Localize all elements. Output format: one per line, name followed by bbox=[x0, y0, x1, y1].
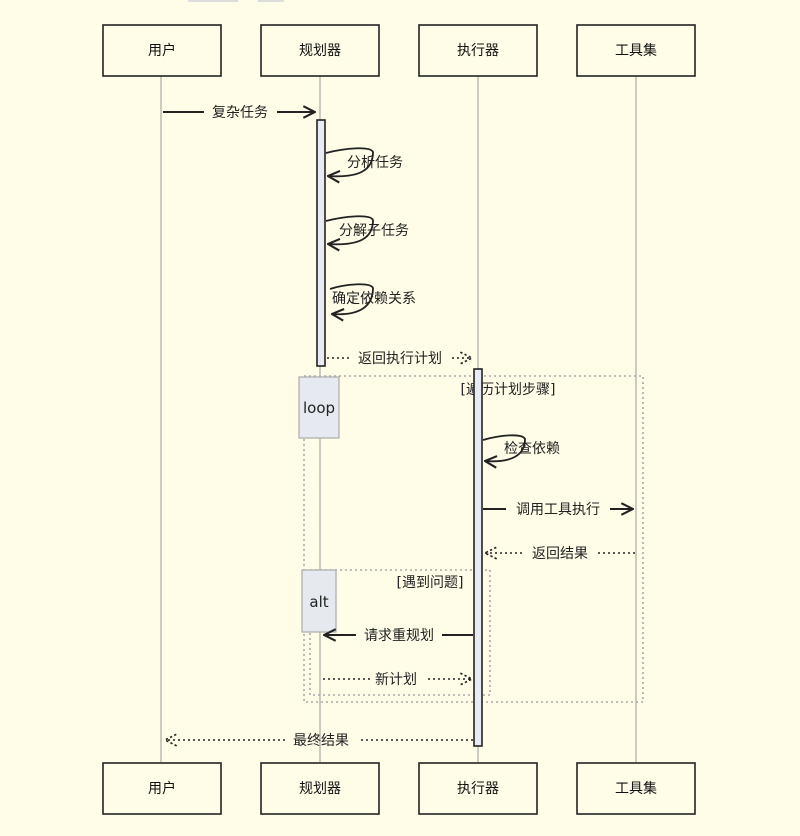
participant-tools-label: 工具集 bbox=[615, 42, 657, 59]
msg-return-plan-label: 返回执行计划 bbox=[358, 351, 442, 367]
participant-planner-label: 规划器 bbox=[299, 43, 341, 59]
participant-executor-bottom: 执行器 bbox=[418, 762, 538, 815]
participant-user-top: 用户 bbox=[102, 24, 222, 77]
alt-condition: [遇到问题] bbox=[397, 575, 464, 591]
msg-check-deps-label: 检查依赖 bbox=[504, 441, 560, 457]
msg-check-deps-arrow bbox=[482, 434, 526, 461]
msg-final-label: 最终结果 bbox=[293, 733, 349, 749]
msg-replan-label: 请求重规划 bbox=[364, 628, 434, 644]
participant-user-label: 用户 bbox=[148, 780, 176, 797]
executor-activation bbox=[473, 368, 483, 747]
alt-tag-label: alt bbox=[309, 593, 328, 611]
alt-tag bbox=[301, 569, 337, 633]
participant-executor-top: 执行器 bbox=[418, 24, 538, 77]
participant-tools-label: 工具集 bbox=[615, 780, 657, 797]
loop-frame bbox=[303, 375, 644, 703]
top-mark bbox=[188, 0, 238, 2]
loop-tag bbox=[298, 376, 340, 439]
participant-tools-bottom: 工具集 bbox=[576, 762, 696, 815]
top-mark bbox=[258, 0, 284, 2]
msg-analyze-arrow bbox=[325, 147, 374, 176]
participant-user-bottom: 用户 bbox=[102, 762, 222, 815]
msg-deps-label: 确定依赖关系 bbox=[332, 291, 416, 307]
msg-decompose-label: 分解子任务 bbox=[339, 223, 409, 239]
participant-tools-top: 工具集 bbox=[576, 24, 696, 77]
participant-planner-top: 规划器 bbox=[260, 24, 380, 77]
msg-complex-task-label: 复杂任务 bbox=[212, 104, 268, 121]
msg-analyze-label: 分析任务 bbox=[347, 155, 403, 171]
msg-new-plan-label: 新计划 bbox=[375, 672, 417, 688]
loop-tag-label: loop bbox=[303, 399, 335, 417]
msg-deps-arrow bbox=[329, 283, 374, 314]
participant-executor-label: 执行器 bbox=[457, 781, 499, 797]
msg-return-result-label: 返回结果 bbox=[532, 546, 588, 562]
loop-condition: [遍历计划步骤] bbox=[461, 382, 556, 398]
participant-planner-bottom: 规划器 bbox=[260, 762, 380, 815]
planner-activation bbox=[316, 119, 326, 367]
participant-user-label: 用户 bbox=[148, 42, 176, 59]
msg-decompose-arrow bbox=[325, 215, 374, 244]
msg-call-tool-label: 调用工具执行 bbox=[516, 502, 600, 518]
participant-executor-label: 执行器 bbox=[457, 43, 499, 59]
participant-planner-label: 规划器 bbox=[299, 781, 341, 797]
alt-frame bbox=[309, 569, 491, 696]
